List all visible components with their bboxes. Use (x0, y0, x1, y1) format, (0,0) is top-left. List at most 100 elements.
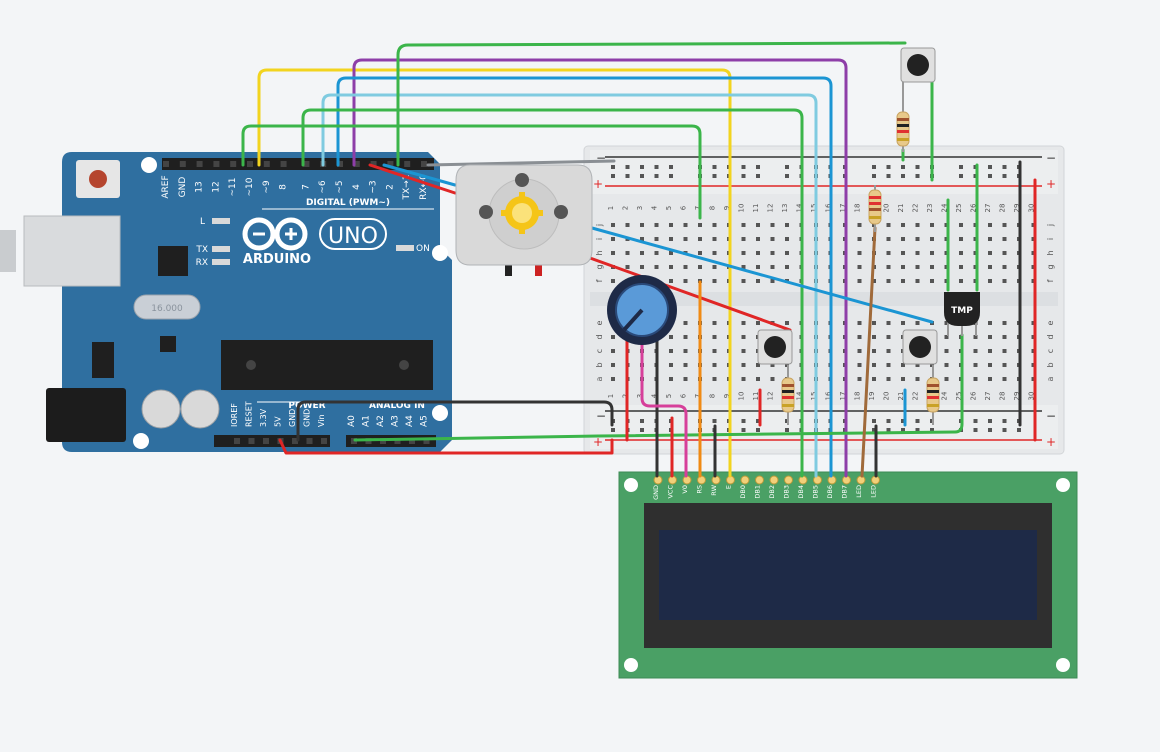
breadboard-hole[interactable] (973, 363, 978, 367)
rail-hole[interactable] (1002, 419, 1007, 423)
breadboard-hole[interactable] (857, 377, 862, 381)
rail-hole[interactable] (1002, 165, 1007, 169)
breadboard-hole[interactable] (611, 251, 615, 255)
breadboard-hole[interactable] (872, 377, 876, 381)
button-cap[interactable] (909, 336, 931, 358)
rail-hole[interactable] (901, 174, 905, 178)
wire-green[interactable] (353, 333, 964, 442)
breadboard-hole[interactable] (930, 265, 934, 269)
breadboard-hole[interactable] (770, 265, 775, 269)
breadboard-hole[interactable] (857, 251, 862, 255)
rail-hole[interactable] (669, 165, 673, 169)
breadboard-hole[interactable] (683, 321, 688, 325)
header-pin[interactable] (292, 438, 298, 444)
rail-hole[interactable] (756, 165, 760, 169)
breadboard-hole[interactable] (756, 265, 760, 269)
breadboard-hole[interactable] (1002, 237, 1007, 241)
breadboard-hole[interactable] (944, 335, 949, 339)
breadboard-hole[interactable] (683, 377, 688, 381)
breadboard-hole[interactable] (973, 335, 978, 339)
breadboard-hole[interactable] (886, 251, 891, 255)
breadboard-hole[interactable] (944, 363, 949, 367)
breadboard-hole[interactable] (988, 237, 992, 241)
breadboard-hole[interactable] (669, 349, 673, 353)
header-pin[interactable] (394, 438, 401, 444)
wire-red[interactable] (278, 438, 614, 455)
wire-pink[interactable] (640, 338, 688, 478)
rail-hole[interactable] (915, 419, 920, 423)
rail-hole[interactable] (756, 174, 760, 178)
breadboard-hole[interactable] (712, 363, 717, 367)
pushbutton-top[interactable] (900, 47, 936, 83)
rail-hole[interactable] (930, 428, 934, 432)
breadboard-hole[interactable] (712, 251, 717, 255)
breadboard-hole[interactable] (1002, 251, 1007, 255)
rail-hole[interactable] (785, 165, 789, 169)
rail-hole[interactable] (611, 165, 615, 169)
header-pin[interactable] (230, 161, 237, 167)
lcd-pin[interactable] (711, 475, 721, 485)
pushbutton-right[interactable] (902, 329, 938, 365)
breadboard-hole[interactable] (669, 377, 673, 381)
breadboard-hole[interactable] (930, 223, 934, 227)
rail-hole[interactable] (712, 419, 717, 423)
wire-green[interactable] (241, 124, 702, 220)
rail-hole[interactable] (988, 165, 992, 169)
breadboard-hole[interactable] (669, 335, 673, 339)
breadboard-hole[interactable] (712, 377, 717, 381)
breadboard-hole[interactable] (886, 363, 891, 367)
rail-hole[interactable] (611, 428, 615, 432)
breadboard-hole[interactable] (886, 279, 891, 283)
rail-hole[interactable] (872, 428, 876, 432)
breadboard-hole[interactable] (683, 279, 688, 283)
breadboard-hole[interactable] (915, 223, 920, 227)
breadboard-hole[interactable] (988, 349, 992, 353)
breadboard-hole[interactable] (886, 335, 891, 339)
breadboard-hole[interactable] (901, 279, 905, 283)
breadboard-hole[interactable] (857, 363, 862, 367)
rail-hole[interactable] (741, 419, 746, 423)
breadboard-hole[interactable] (930, 251, 934, 255)
rail-hole[interactable] (640, 428, 644, 432)
breadboard-hole[interactable] (770, 237, 775, 241)
breadboard-hole[interactable] (770, 279, 775, 283)
breadboard-hole[interactable] (1002, 265, 1007, 269)
breadboard-hole[interactable] (669, 223, 673, 227)
breadboard-hole[interactable] (959, 251, 963, 255)
wire-lightblue[interactable] (321, 93, 818, 478)
header-pin[interactable] (263, 161, 270, 167)
breadboard-hole[interactable] (669, 251, 673, 255)
breadboard-hole[interactable] (611, 223, 615, 227)
header-pin[interactable] (370, 161, 377, 167)
breadboard-hole[interactable] (611, 377, 615, 381)
breadboard-hole[interactable] (756, 237, 760, 241)
wire-brown[interactable] (860, 226, 877, 478)
lcd-pin[interactable] (798, 475, 808, 485)
header-pin[interactable] (321, 438, 327, 444)
breadboard-hole[interactable] (611, 279, 615, 283)
header-pin[interactable] (387, 161, 394, 167)
breadboard-hole[interactable] (611, 237, 615, 241)
breadboard-hole[interactable] (611, 349, 615, 353)
lcd-pin[interactable] (697, 475, 706, 485)
breadboard-hole[interactable] (1002, 363, 1007, 367)
breadboard-hole[interactable] (857, 321, 862, 325)
breadboard-hole[interactable] (785, 265, 789, 269)
header-pin[interactable] (234, 438, 240, 444)
breadboard-hole[interactable] (712, 321, 717, 325)
breadboard-hole[interactable] (712, 279, 717, 283)
breadboard-hole[interactable] (669, 279, 673, 283)
breadboard-hole[interactable] (756, 363, 760, 367)
breadboard-hole[interactable] (770, 223, 775, 227)
breadboard-hole[interactable] (988, 335, 992, 339)
breadboard[interactable]: − + − + − + − + 112233445566778899101011… (583, 145, 1065, 455)
breadboard-hole[interactable] (988, 251, 992, 255)
rail-hole[interactable] (611, 174, 615, 178)
lcd-pin[interactable] (827, 475, 837, 485)
wire-red[interactable] (368, 163, 457, 195)
breadboard-hole[interactable] (944, 321, 949, 325)
rail-hole[interactable] (1017, 428, 1021, 432)
rail-hole[interactable] (915, 428, 920, 432)
header-pin[interactable] (163, 161, 169, 167)
